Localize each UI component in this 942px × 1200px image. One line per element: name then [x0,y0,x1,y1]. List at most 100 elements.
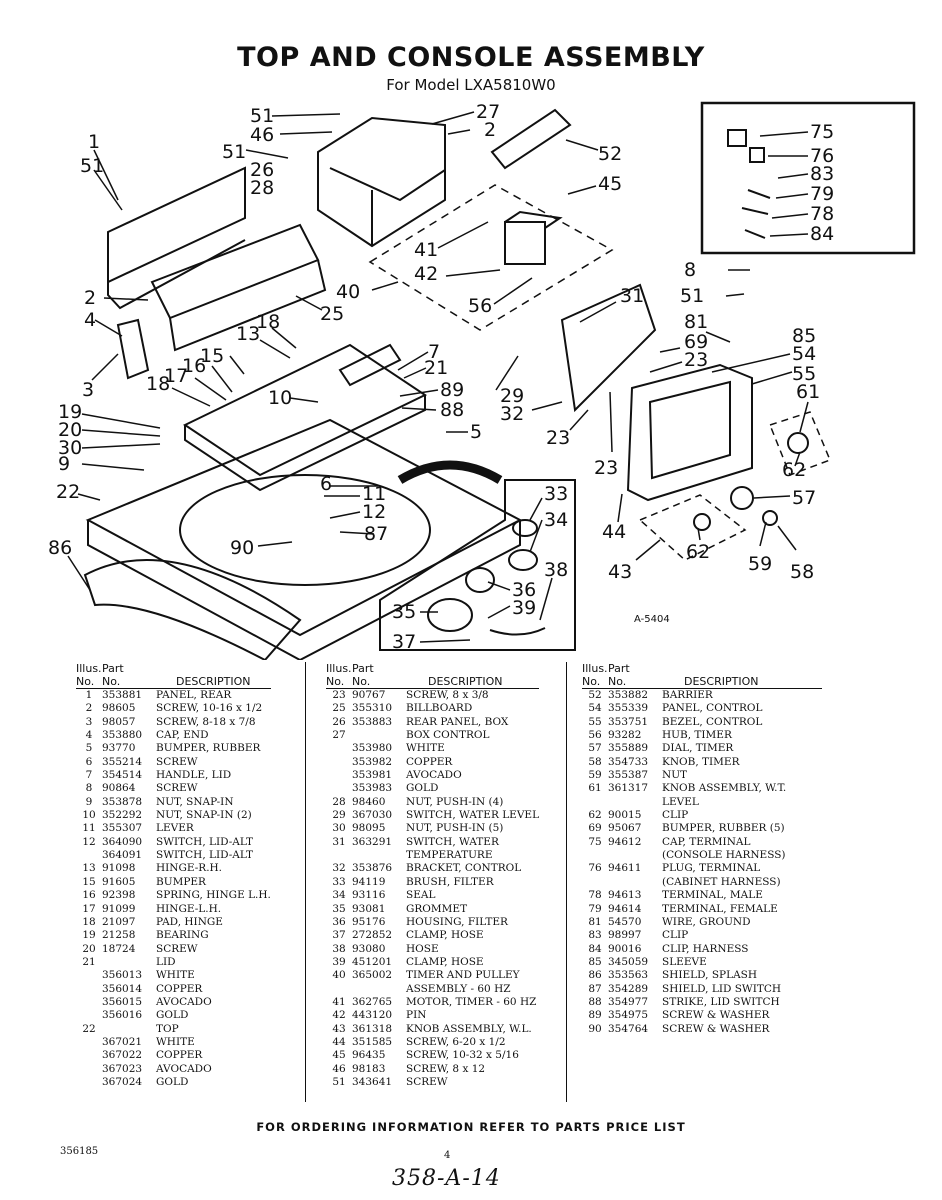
callout-label: 79 [810,183,834,205]
illus-no [76,1049,102,1062]
callout-label: 23 [594,457,618,479]
part-no: 355214 [102,755,143,768]
part-description: SCREW, 6-20 x 1/2 [406,1035,506,1048]
part-description: PANEL, CONTROL [662,702,763,715]
part-no: 93770 [102,742,136,755]
part-description: SLEEVE [662,955,707,968]
callout-label: 76 [810,145,834,167]
part-description: BUMPER, RUBBER [156,742,261,755]
part-description: GROMMET [406,902,468,915]
part-description: GOLD [406,782,439,795]
part-no: 90864 [102,782,136,795]
header-no2: No. [352,675,371,688]
part-description: HANDLE, LID [156,769,232,782]
part-no: 96435 [352,1049,386,1062]
illus-no: 45 [332,1049,346,1062]
part-description: BUMPER [156,875,206,888]
part-description: NUT, SNAP-IN [156,795,234,808]
part-no: 353883 [352,715,393,728]
part-no: 367024 [102,1075,143,1088]
part-no: 354977 [608,995,649,1008]
page-number: 4 [444,1150,451,1161]
illus-no: 33 [332,875,346,888]
callout-label: 33 [544,483,568,505]
part-no [608,876,662,889]
illus-no [326,769,352,782]
callout-label: 15 [200,345,224,367]
part-description: AVOCADO [156,1062,212,1075]
callout-label: 27 [476,101,500,123]
part-description: SCREW, 8 x 3/8 [406,689,489,701]
illus-no: 79 [588,902,602,915]
illus-no: 55 [588,715,602,728]
part-description: TERMINAL, MALE [662,889,763,902]
illus-no: 78 [588,889,602,902]
illus-no [326,849,352,862]
illus-no [76,983,102,996]
part-description: KNOB ASSEMBLY, W.L. [406,1022,532,1035]
part-no: 93080 [352,942,386,955]
callout-label: 55 [792,363,816,385]
callout-label: 43 [608,561,632,583]
callout-label: 69 [684,331,708,353]
callout-label: 78 [810,203,834,225]
part-description: SCREW & WASHER [662,1009,770,1022]
part-description: SPRING, HINGE L.H. [156,889,271,902]
illus-no [76,849,102,862]
callout-label: 44 [602,521,626,543]
part-no: 353882 [608,689,649,701]
column-divider [566,662,567,1102]
illus-no: 4 [85,729,93,742]
part-no: 353981 [352,769,393,782]
part-no: 367022 [102,1049,143,1062]
part-no: 353983 [352,782,393,795]
part-no: 356014 [102,982,143,995]
callout-label: 6 [320,473,332,495]
part-description: CAP, TERMINAL [662,835,751,848]
part-no: 353751 [608,715,649,728]
callout-label: 51 [222,141,246,163]
part-no: 94119 [352,875,386,888]
part-no: 355307 [102,822,143,835]
illus-no: 22 [82,1022,96,1035]
callout-label: 39 [512,597,536,619]
illus-no [326,756,352,769]
callout-label: 59 [748,553,772,575]
part-no: 94613 [608,889,642,902]
callout-label: 29 [500,385,524,407]
illus-no: 19 [82,929,96,942]
illus-no: 76 [588,862,602,875]
callout-label: 89 [440,379,464,401]
header-no2: No. [102,675,121,688]
part-no: 353563 [608,969,649,982]
part-no: 451201 [352,955,393,968]
illus-no: 29 [332,809,346,822]
callout-label: 1 [88,131,100,153]
part-no: 98183 [352,1062,386,1075]
model-subtitle: For Model LXA5810W0 [386,76,556,94]
illus-no: 1 [85,689,93,701]
callout-label: 62 [782,459,806,481]
callout-label: 5 [470,421,482,443]
part-no: 351585 [352,1035,393,1048]
part-description: TIMER AND PULLEY [406,969,520,982]
callout-label: 18 [146,373,170,395]
illus-no [326,782,352,795]
header-no: No. [76,675,95,688]
part-no: 353982 [352,755,393,768]
callout-label: 28 [250,177,274,199]
illus-no: 2 [85,702,93,715]
part-no: 345059 [608,955,649,968]
header-description: DESCRIPTION [428,675,503,688]
illus-no: 38 [332,942,346,955]
illus-no: 13 [82,862,96,875]
callout-label: 16 [182,355,206,377]
illus-no: 6 [85,755,93,768]
callout-label: 51 [680,285,704,307]
illus-no: 85 [588,955,602,968]
part-description: KNOB ASSEMBLY, W.T. [662,782,787,795]
part-description: BUMPER, RUBBER (5) [662,822,785,835]
illus-no: 25 [332,702,346,715]
illus-no: 18 [82,915,96,928]
